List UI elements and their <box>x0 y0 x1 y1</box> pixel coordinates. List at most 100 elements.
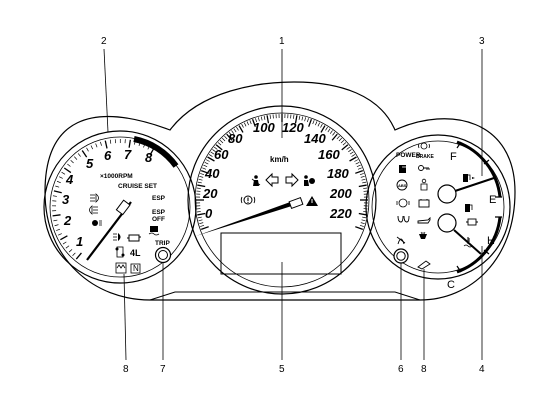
svg-text:N: N <box>133 264 139 273</box>
speed-tick-mark <box>246 121 249 126</box>
tach-unit-label: ×1000RPM <box>100 173 133 180</box>
master-warning-icon <box>306 196 318 206</box>
svg-text:180: 180 <box>327 166 349 181</box>
speed-tick-mark <box>200 173 205 175</box>
glow-plug-icon <box>115 262 127 274</box>
speed-tick-mark <box>212 149 216 153</box>
right-gauge-bezel <box>365 134 511 280</box>
clock-adjust-button[interactable] <box>393 248 409 264</box>
speed-tick-mark <box>304 117 307 122</box>
tach-tick-mark <box>56 228 61 231</box>
speed-tick-mark <box>354 159 359 162</box>
svg-text:100: 100 <box>253 120 275 135</box>
speed-tick-mark <box>222 137 226 142</box>
speed-number-100: 100 <box>253 120 275 135</box>
speed-tick-mark <box>307 118 309 123</box>
speed-tick-mark <box>197 184 206 188</box>
speed-tick-mark <box>226 133 233 141</box>
svg-text:220: 220 <box>329 206 352 221</box>
tach-tick-mark <box>52 195 57 197</box>
svg-text:2: 2 <box>101 36 107 47</box>
speed-tick-mark <box>219 140 224 144</box>
tach-tick-mark <box>60 235 68 241</box>
tach-number-3: 3 <box>62 192 70 207</box>
speed-tick-mark <box>205 159 210 162</box>
brake-system-icon <box>418 142 430 150</box>
speed-tick-mark <box>233 128 237 133</box>
speed-tick-mark <box>351 154 356 157</box>
right-gauge-face <box>371 140 505 274</box>
speed-tick-mark <box>197 212 206 216</box>
speed-tick-mark <box>320 125 326 133</box>
speed-tick-mark <box>204 161 209 165</box>
speed-tick-mark <box>243 122 247 127</box>
temp-hot-label: H <box>487 235 495 247</box>
speed-number-180: 180 <box>327 166 349 181</box>
speed-tick-mark <box>301 116 304 121</box>
speed-tick-mark <box>362 181 367 184</box>
speed-number-120: 120 <box>282 120 304 135</box>
svg-text:20: 20 <box>202 186 218 201</box>
svg-text:60: 60 <box>214 147 229 162</box>
tach-number-8: 8 <box>145 150 153 165</box>
temp-cold-label: C <box>447 279 455 291</box>
speed-tick-mark <box>336 135 340 140</box>
speed-tick-mark <box>207 156 215 162</box>
fuel-needle <box>437 177 495 204</box>
tach-tick-mark <box>57 233 62 236</box>
speed-tick-mark <box>214 146 218 150</box>
callout-6: 6 <box>398 263 404 375</box>
speed-tick-mark <box>341 144 349 151</box>
svg-text:140: 140 <box>304 131 326 146</box>
speed-number-200: 200 <box>329 186 352 201</box>
svg-text:4: 4 <box>65 172 74 187</box>
speed-tick-mark <box>317 122 321 127</box>
speed-tick-mark <box>263 115 266 120</box>
temp-scale-arc <box>456 216 502 274</box>
speed-tick-mark <box>312 120 315 125</box>
speed-number-140: 140 <box>304 131 326 146</box>
neutral-indicator: N <box>130 263 141 274</box>
callout-2: 2 <box>101 36 109 133</box>
svg-text:120: 120 <box>282 120 304 135</box>
speed-tick-mark <box>362 216 367 219</box>
speed-tick-mark <box>293 114 295 119</box>
tachometer-bezel <box>43 130 197 284</box>
battery-icon <box>418 199 430 208</box>
oil-pressure-icon <box>417 216 431 224</box>
tachometer-redzone <box>133 136 179 168</box>
callout-7: 7 <box>160 263 166 375</box>
tach-tick-mark <box>86 147 89 152</box>
speed-tick-mark <box>196 187 201 189</box>
tach-tick-mark <box>65 245 70 249</box>
fuel-scale-arc <box>456 140 502 198</box>
speed-tick-mark <box>257 117 260 122</box>
tach-tick-mark <box>149 147 155 156</box>
svg-text:2: 2 <box>63 213 72 228</box>
speed-tick-mark <box>294 115 298 124</box>
speed-tick-mark <box>215 144 223 151</box>
headlight-icon <box>113 233 121 241</box>
fuel-full-label: F <box>450 151 457 163</box>
callout-1: 1 <box>279 36 285 138</box>
cluster-bottom-ledge <box>149 291 421 301</box>
svg-text:200: 200 <box>329 186 352 201</box>
tach-tick-mark <box>81 150 88 158</box>
speed-tick-mark <box>199 175 204 178</box>
speedometer-needle <box>196 197 304 236</box>
svg-text:160: 160 <box>318 147 340 162</box>
trip-reset-button[interactable] <box>154 246 172 264</box>
fuel-temp-gauge: F E H C POWER <box>365 134 511 291</box>
engine-alt-icon <box>466 218 478 226</box>
tach-tick-mark <box>100 141 102 146</box>
tach-number-6: 6 <box>104 148 112 163</box>
tach-tick-mark <box>61 171 66 175</box>
speed-number-220: 220 <box>329 206 352 221</box>
speed-tick-mark <box>315 121 318 126</box>
cruise-set-label: CRUISE SET <box>118 183 157 190</box>
tach-number-7: 7 <box>124 147 132 162</box>
speed-tick-mark <box>196 211 201 213</box>
speed-tick-mark <box>224 135 228 140</box>
tach-number-1: 1 <box>76 234 83 249</box>
tach-tick-mark <box>63 167 72 174</box>
